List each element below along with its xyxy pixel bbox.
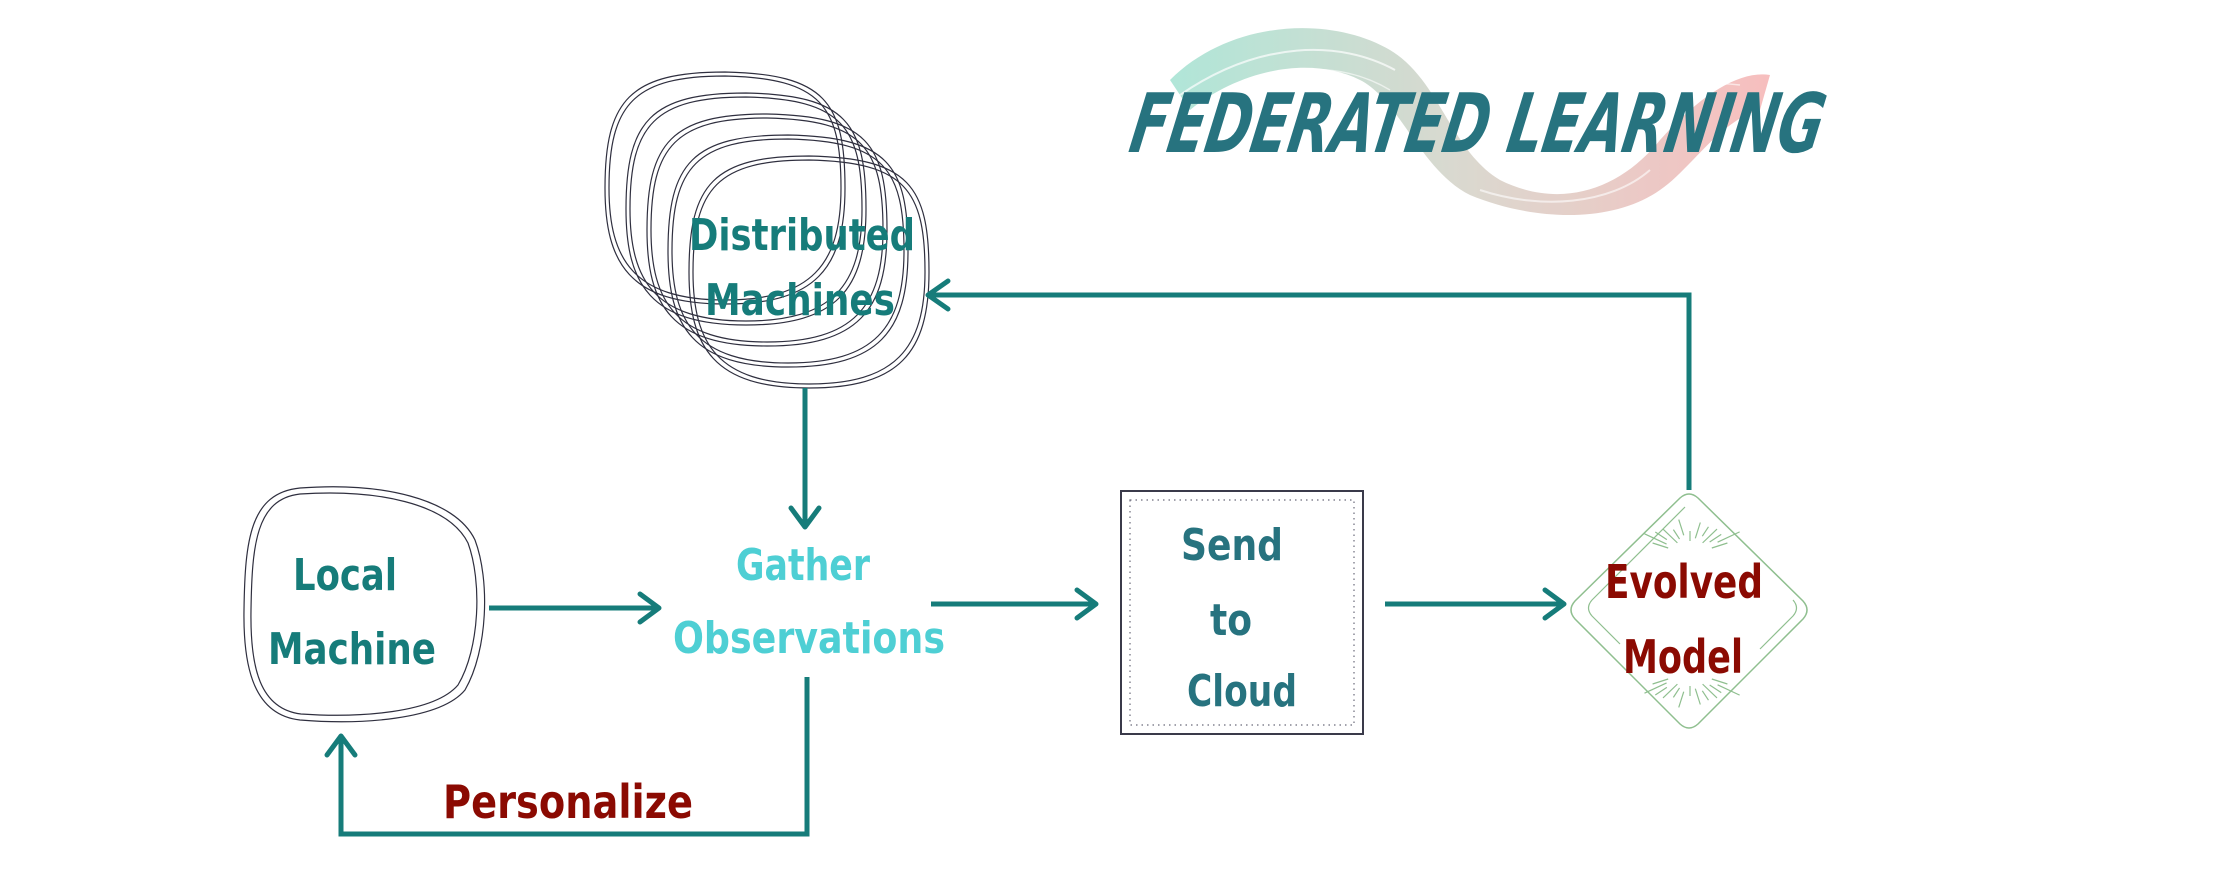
local-machine-outline-inner (250, 492, 478, 716)
machine-outline-2-inner (629, 96, 863, 322)
edge-model-to-distributed (925, 278, 1692, 490)
distributed-machines-label-line1: Distributed (689, 210, 915, 261)
sparkle-ray (1701, 526, 1709, 537)
sparkle-rays-bottom-icon (1644, 678, 1740, 708)
stacked-machines-icon (604, 71, 930, 389)
machine-outline-4-inner (671, 138, 905, 364)
machine-outline-4-outer (667, 134, 909, 368)
title: FEDERATED LEARNING (1124, 77, 1833, 172)
evolved-model-node[interactable]: Evolved Model (1570, 493, 1808, 729)
sparkle-ray (1678, 519, 1685, 536)
send-to-cloud-label-line3: Cloud (1187, 666, 1297, 717)
sparkle-ray (1652, 542, 1669, 549)
send-to-cloud-label-line1: Send (1181, 520, 1283, 571)
send-to-cloud-box (1120, 490, 1364, 735)
machine-outline-1-inner (608, 75, 842, 301)
sparkle-ray (1662, 528, 1678, 544)
sparkle-ray (1678, 691, 1685, 708)
sparkle-ray (1702, 528, 1718, 544)
sparkle-ray (1654, 531, 1668, 541)
sparkle-rays-top-icon (1644, 519, 1740, 549)
send-to-cloud-node[interactable]: Send to Cloud (1120, 490, 1364, 735)
sparkle-ray (1717, 531, 1740, 543)
edge-gather-to-cloud (931, 587, 1099, 621)
sparkle-ray (1662, 683, 1678, 699)
sparkle-ray (1672, 529, 1681, 540)
arrowhead-right-icon (637, 591, 662, 625)
sparkle-ray (1709, 684, 1722, 694)
sparkle-ray (1702, 683, 1718, 699)
distributed-machines-label-line2: Machines (705, 275, 895, 326)
machine-outline-5-outer (688, 155, 930, 389)
sparkle-ray (1644, 533, 1667, 545)
machine-outline-3-inner (650, 117, 884, 343)
gather-observations-label-line1: Gather (736, 540, 870, 591)
evolved-model-diamond-inner (1587, 506, 1798, 650)
edge-distributed-to-gather (788, 388, 822, 530)
evolved-model-diamond-outer (1570, 493, 1808, 729)
distributed-machines-node[interactable]: Distributed Machines (604, 71, 930, 389)
edge-cloud-to-model (1385, 587, 1567, 621)
send-to-cloud-inner-dotted-border (1129, 499, 1355, 726)
local-machine-node[interactable]: Local Machine (243, 486, 486, 723)
sparkle-ray (1709, 533, 1722, 543)
sparkle-ray (1654, 686, 1668, 696)
sparkle-ray (1652, 678, 1669, 685)
local-machine-label-line1: Local (293, 550, 397, 601)
evolved-model-label-line2: Model (1623, 630, 1743, 684)
edge-local-to-gather (489, 591, 662, 625)
arrowhead-left-icon (925, 278, 951, 312)
title-brush-stroke (1170, 28, 1770, 216)
sparkle-ray (1644, 682, 1667, 694)
sparkle-ray (1694, 688, 1701, 705)
sparkle-ray (1711, 542, 1728, 549)
sparkle-ray (1694, 522, 1701, 539)
sparkle-ray (1711, 678, 1728, 685)
gather-observations-label-line2: Observations (673, 613, 945, 664)
arrowhead-right-icon (1074, 587, 1099, 621)
send-to-cloud-label-line2: to (1210, 595, 1252, 646)
local-machine-outline-outer (243, 486, 486, 723)
machine-outline-5-inner (692, 159, 926, 385)
arrowhead-right-icon (1542, 587, 1567, 621)
gather-observations-node[interactable]: Gather Observations (673, 540, 945, 664)
sparkle-ray (1717, 684, 1740, 696)
arrowhead-down-icon (788, 505, 822, 530)
evolved-model-label-line1: Evolved (1605, 555, 1763, 609)
edge-personalize-loop (324, 677, 810, 837)
arrowhead-up-icon (324, 733, 358, 758)
personalize-edge-label: Personalize (443, 775, 693, 829)
sparkle-ray (1701, 690, 1709, 701)
machine-outline-1-outer (604, 71, 846, 305)
sparkle-ray (1672, 687, 1681, 698)
local-machine-label-line2: Machine (268, 624, 436, 675)
